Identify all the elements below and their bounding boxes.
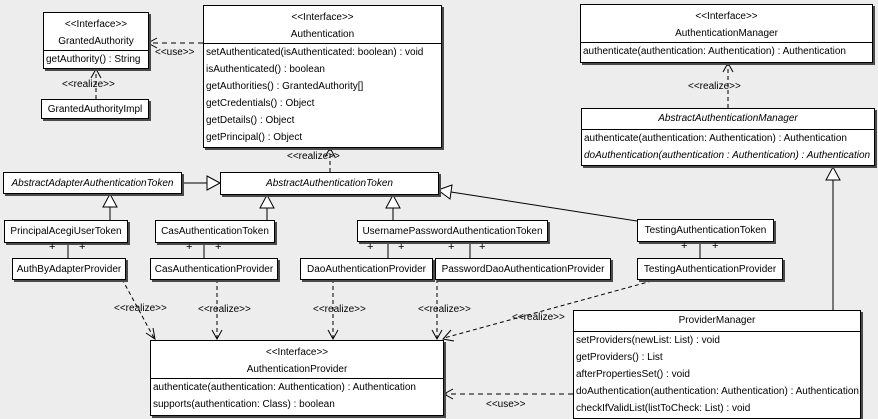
class-name: UsernamePasswordAuthenticationToken <box>362 225 543 237</box>
realize-label: <<realize>> <box>287 151 340 162</box>
class-method: getProviders() : List <box>576 352 663 363</box>
use-label: <<use>> <box>486 399 526 410</box>
class-method: doAuthentication(authentication: Authent… <box>576 386 859 397</box>
multiplicity-plus: + <box>398 241 405 253</box>
class-stereotype: <<Interface>> <box>64 19 128 30</box>
class-box-granted-authority-impl[interactable]: GrantedAuthorityImpl <box>41 99 149 119</box>
multiplicity-plus: + <box>186 241 193 253</box>
association-connectors-token-provider <box>67 241 701 258</box>
class-name: TestingAuthenticationToken <box>644 225 767 236</box>
class-box-authentication-manager[interactable]: <<Interface>> AuthenticationManager auth… <box>580 4 873 63</box>
multiplicity-plus: + <box>712 240 719 252</box>
class-method: isAuthenticated() : boolean <box>206 64 325 75</box>
class-stereotype: <<Interface>> <box>265 347 329 358</box>
class-method: authenticate(authentication: Authenticat… <box>583 46 846 57</box>
class-name: AbstractAuthenticationManager <box>658 113 798 124</box>
class-name: AuthenticationProvider <box>246 364 348 375</box>
class-method: getCredentials() : Object <box>206 98 315 109</box>
generalization-connector-principal-acegi-user-token <box>102 192 118 220</box>
multiplicity-plus: + <box>215 241 222 253</box>
class-method: checkIfValidList(listToCheck: List) : vo… <box>576 403 751 414</box>
class-box-abstract-adapter-authentication-token[interactable]: AbstractAdapterAuthenticationToken <box>3 172 182 194</box>
class-box-abstract-authentication-token[interactable]: AbstractAuthenticationToken <box>220 172 439 195</box>
realize-connector-abstract-authentication-token <box>324 146 336 172</box>
realize-label: <<realize>> <box>114 303 167 314</box>
class-box-abstract-authentication-manager[interactable]: AbstractAuthenticationManager authentica… <box>581 108 875 166</box>
class-header: <<Interface>> AuthenticationManager <box>581 5 872 42</box>
class-method: authenticate(authentication: Authenticat… <box>153 382 416 393</box>
class-name: AuthenticationManager <box>675 28 778 39</box>
class-stereotype: <<Interface>> <box>291 12 354 23</box>
class-box-granted-authority[interactable]: <<Interface>> GrantedAuthority getAuthor… <box>43 12 149 69</box>
realize-connector-abstract-authentication-manager <box>722 61 734 108</box>
class-name: GrantedAuthority <box>58 36 134 47</box>
class-name: GrantedAuthorityImpl <box>47 103 143 115</box>
realize-label: <<realize>> <box>198 304 251 315</box>
multiplicity-plus: + <box>479 241 486 253</box>
class-method: getDetails() : Object <box>206 115 295 126</box>
class-name: PasswordDaoAuthenticationProvider <box>441 263 605 275</box>
class-method: getAuthority() : String <box>46 54 141 65</box>
class-method: doAuthentication(authentication : Authen… <box>584 150 871 161</box>
multiplicity-plus: + <box>681 240 688 252</box>
class-box-cas-authentication-token[interactable]: CasAuthenticationToken <box>155 220 275 243</box>
class-name: TestingAuthenticationProvider <box>643 263 777 275</box>
generalization-connector-testing-authentication-token <box>436 184 638 222</box>
class-box-username-password-authentication-token[interactable]: UsernamePasswordAuthenticationToken <box>357 220 548 242</box>
class-box-authentication[interactable]: <<Interface>> Authentication setAuthenti… <box>203 5 442 148</box>
class-method: setAuthenticated(isAuthenticated: boolea… <box>206 47 424 58</box>
class-method: afterPropertiesSet() : void <box>576 369 690 380</box>
generalization-connector-abstract-adapter-token <box>181 175 222 191</box>
class-stereotype: <<Interface>> <box>695 11 758 22</box>
class-header: AbstractAuthenticationManager <box>582 109 874 129</box>
realize-connector-password-dao-authentication-provider <box>431 279 443 341</box>
class-box-provider-manager[interactable]: ProviderManager setProviders(newList: Li… <box>573 310 861 419</box>
class-name: AbstractAuthenticationToken <box>266 178 393 189</box>
class-method: getAuthorities() : GrantedAuthority[] <box>206 81 364 92</box>
class-box-cas-authentication-provider[interactable]: CasAuthenticationProvider <box>150 258 278 280</box>
class-name: PrincipalAcegiUserToken <box>10 226 122 237</box>
realize-label: <<realize>> <box>688 81 741 92</box>
class-name: CasAuthenticationToken <box>161 226 269 237</box>
class-box-authentication-provider[interactable]: <<Interface>> AuthenticationProvider aut… <box>150 340 444 416</box>
realize-connector-cas-authentication-provider <box>211 279 223 341</box>
class-name: DaoAuthenticationProvider <box>307 263 426 275</box>
class-method: setProviders(newList: List) : void <box>576 335 720 346</box>
use-connector-provider-manager <box>442 388 573 400</box>
realize-connector-testing-authentication-provider <box>442 278 660 342</box>
realize-connector-dao-authentication-provider <box>327 279 339 341</box>
class-method: getPrincipal() : Object <box>206 132 303 143</box>
generalization-connector-provider-manager <box>825 165 841 310</box>
multiplicity-plus: + <box>49 241 56 253</box>
class-name: AuthByAdapterProvider <box>16 263 122 275</box>
class-box-password-dao-authentication-provider[interactable]: PasswordDaoAuthenticationProvider <box>435 258 611 280</box>
realize-label: <<realize>> <box>512 312 565 323</box>
class-name: AbstractAdapterAuthenticationToken <box>11 177 174 189</box>
realize-label: <<realize>> <box>418 304 471 315</box>
generalization-connector-cas-authentication-token <box>259 193 275 220</box>
realize-connector-granted-authority-impl <box>90 67 102 99</box>
multiplicity-plus: + <box>448 241 455 253</box>
generalization-connector-username-password-token <box>385 193 401 220</box>
class-header: <<Interface>> AuthenticationProvider <box>151 341 443 378</box>
class-box-testing-authentication-token[interactable]: TestingAuthenticationToken <box>637 219 774 242</box>
class-header: <<Interface>> Authentication <box>204 6 441 43</box>
class-name: CasAuthenticationProvider <box>154 263 274 275</box>
multiplicity-plus: + <box>79 241 86 253</box>
class-box-testing-authentication-provider[interactable]: TestingAuthenticationProvider <box>637 258 783 280</box>
realize-label: <<realize>> <box>313 304 366 315</box>
realize-label: <<realize>> <box>62 79 115 90</box>
realize-connector-auth-by-adapter-provider <box>121 278 156 341</box>
class-method: authenticate(authentication: Authenticat… <box>584 133 847 144</box>
class-header: <<Interface>> GrantedAuthority <box>44 13 148 50</box>
class-box-principal-acegi-user-token[interactable]: PrincipalAcegiUserToken <box>4 220 128 243</box>
class-name: ProviderManager <box>678 315 756 326</box>
class-box-dao-authentication-provider[interactable]: DaoAuthenticationProvider <box>300 258 433 280</box>
multiplicity-plus: + <box>367 241 374 253</box>
class-box-auth-by-adapter-provider[interactable]: AuthByAdapterProvider <box>12 258 126 280</box>
class-name: Authentication <box>290 29 355 40</box>
class-method: supports(authentication: Class) : boolea… <box>153 399 335 410</box>
use-label: <<use>> <box>155 47 195 58</box>
